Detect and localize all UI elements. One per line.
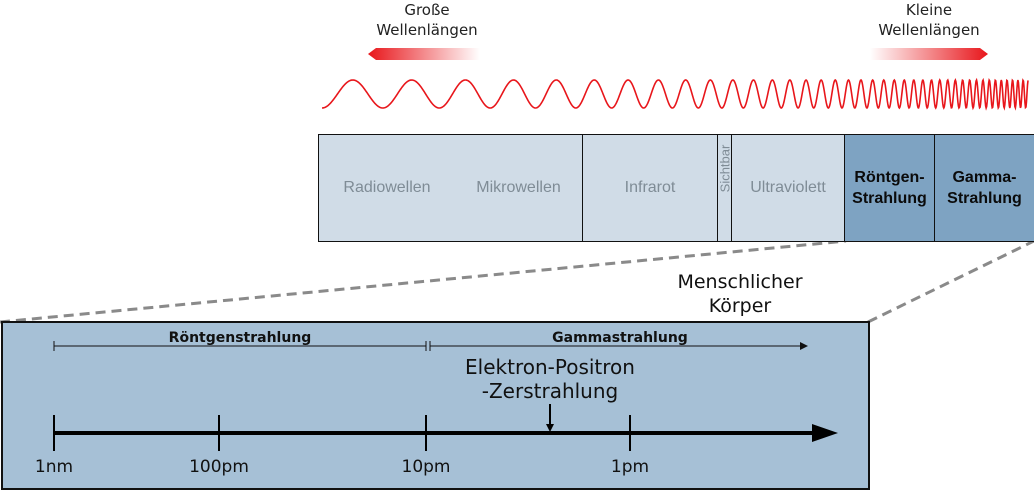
band-roentgen: Röntgen- Strahlung xyxy=(845,134,935,242)
long-wavelength-arrow xyxy=(368,48,480,60)
band-radiowellen: Radiowellen xyxy=(318,134,456,242)
band-sichtbar: Sichtbar xyxy=(717,134,732,242)
projection-line-left xyxy=(0,239,847,324)
band-gamma: Gamma- Strahlung xyxy=(935,134,1034,242)
annihilation-label: Elektron-Positron -Zerstrahlung xyxy=(465,355,635,403)
band-infrarot: Infrarot xyxy=(583,134,718,242)
band-label: Mikrowellen xyxy=(476,179,561,196)
annihilation-marker-arrowhead xyxy=(546,424,554,432)
band-ultraviolett: Ultraviolett xyxy=(732,134,845,242)
band-label: Röntgen- Strahlung xyxy=(852,169,927,207)
band-label: Ultraviolett xyxy=(750,179,826,196)
range-label-gamma: Gammastrahlung xyxy=(552,330,688,346)
tick-label-10pm: 10pm xyxy=(401,457,451,477)
band-label: Radiowellen xyxy=(343,179,431,196)
projection-line-right xyxy=(867,239,1034,324)
short-wavelengths-label: Kleine Wellenlängen xyxy=(878,1,980,39)
range-label-xray: Röntgenstrahlung xyxy=(168,330,312,346)
human-body-label: Menschlicher Körper xyxy=(677,271,803,317)
zoom-box xyxy=(1,321,870,490)
short-wavelength-arrow xyxy=(870,48,988,60)
tick-label-1nm: 1nm xyxy=(34,457,74,477)
band-label: Infrarot xyxy=(624,179,676,196)
band-label: Gamma- Strahlung xyxy=(947,169,1022,207)
range-arrow-gamma xyxy=(800,342,808,350)
wave-line xyxy=(321,77,1029,111)
tick-label-100pm: 100pm xyxy=(189,457,249,477)
band-mikrowellen: Mikrowellen xyxy=(455,134,583,242)
tick-label-1pm: 1pm xyxy=(610,457,650,477)
long-wavelengths-label: Große Wellenlängen xyxy=(376,1,478,39)
wavelength-axis-arrowhead xyxy=(812,424,838,442)
